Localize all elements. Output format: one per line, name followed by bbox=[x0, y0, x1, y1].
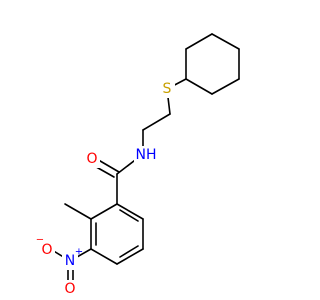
bond-ring-inner-2 bbox=[119, 245, 139, 258]
bond-ring-1 bbox=[116, 203, 144, 220]
nitro-nitrogen-charge: + bbox=[75, 247, 83, 258]
atoms: O NH S N + O − O bbox=[36, 80, 175, 298]
molecule-structure-diagram: O NH S N + O − O bbox=[36, 33, 240, 298]
amide-oxygen-label: O bbox=[86, 151, 97, 167]
amide-oxygen-atom: O bbox=[84, 150, 100, 168]
nitro-oxygen-bottom-label: O bbox=[64, 281, 75, 297]
bond-cyclohexyl-3 bbox=[211, 78, 240, 95]
nitro-nitrogen-atom: N + bbox=[62, 247, 83, 270]
sulfur-label: S bbox=[163, 81, 172, 97]
bond-ch2-ch2 bbox=[142, 113, 171, 131]
nitro-nitrogen-background bbox=[62, 252, 78, 270]
sulfur-background bbox=[160, 80, 175, 98]
bond-cyclohexyl-1 bbox=[211, 33, 240, 50]
bond-ring-inner-1 bbox=[119, 209, 139, 222]
nitro-oxygen-bottom-atom: O bbox=[62, 280, 78, 298]
amide-nitrogen-background bbox=[134, 146, 158, 164]
bond-ring-3 bbox=[116, 248, 144, 265]
nitro-oxygen-top-atom: O − bbox=[36, 235, 55, 259]
amide-nitrogen-label: NH bbox=[136, 147, 157, 163]
sulfur-atom: S bbox=[160, 80, 175, 98]
nitro-oxygen-top-background bbox=[39, 241, 55, 259]
bond-ring-4 bbox=[90, 248, 118, 265]
nitro-oxygen-top-charge: − bbox=[36, 235, 44, 246]
bond-methyl bbox=[64, 203, 92, 220]
nitro-nitrogen-label: N bbox=[65, 253, 75, 269]
amide-oxygen-background bbox=[84, 150, 100, 168]
nitro-oxygen-top-label: O bbox=[41, 242, 52, 258]
nitro-oxygen-bottom-background bbox=[62, 280, 78, 298]
amide-nitrogen-atom: NH bbox=[134, 146, 158, 164]
bond-cyclohexyl-4 bbox=[185, 78, 213, 95]
bond-cyclohexyl-6 bbox=[185, 33, 213, 50]
bond-ring-6 bbox=[90, 203, 118, 220]
